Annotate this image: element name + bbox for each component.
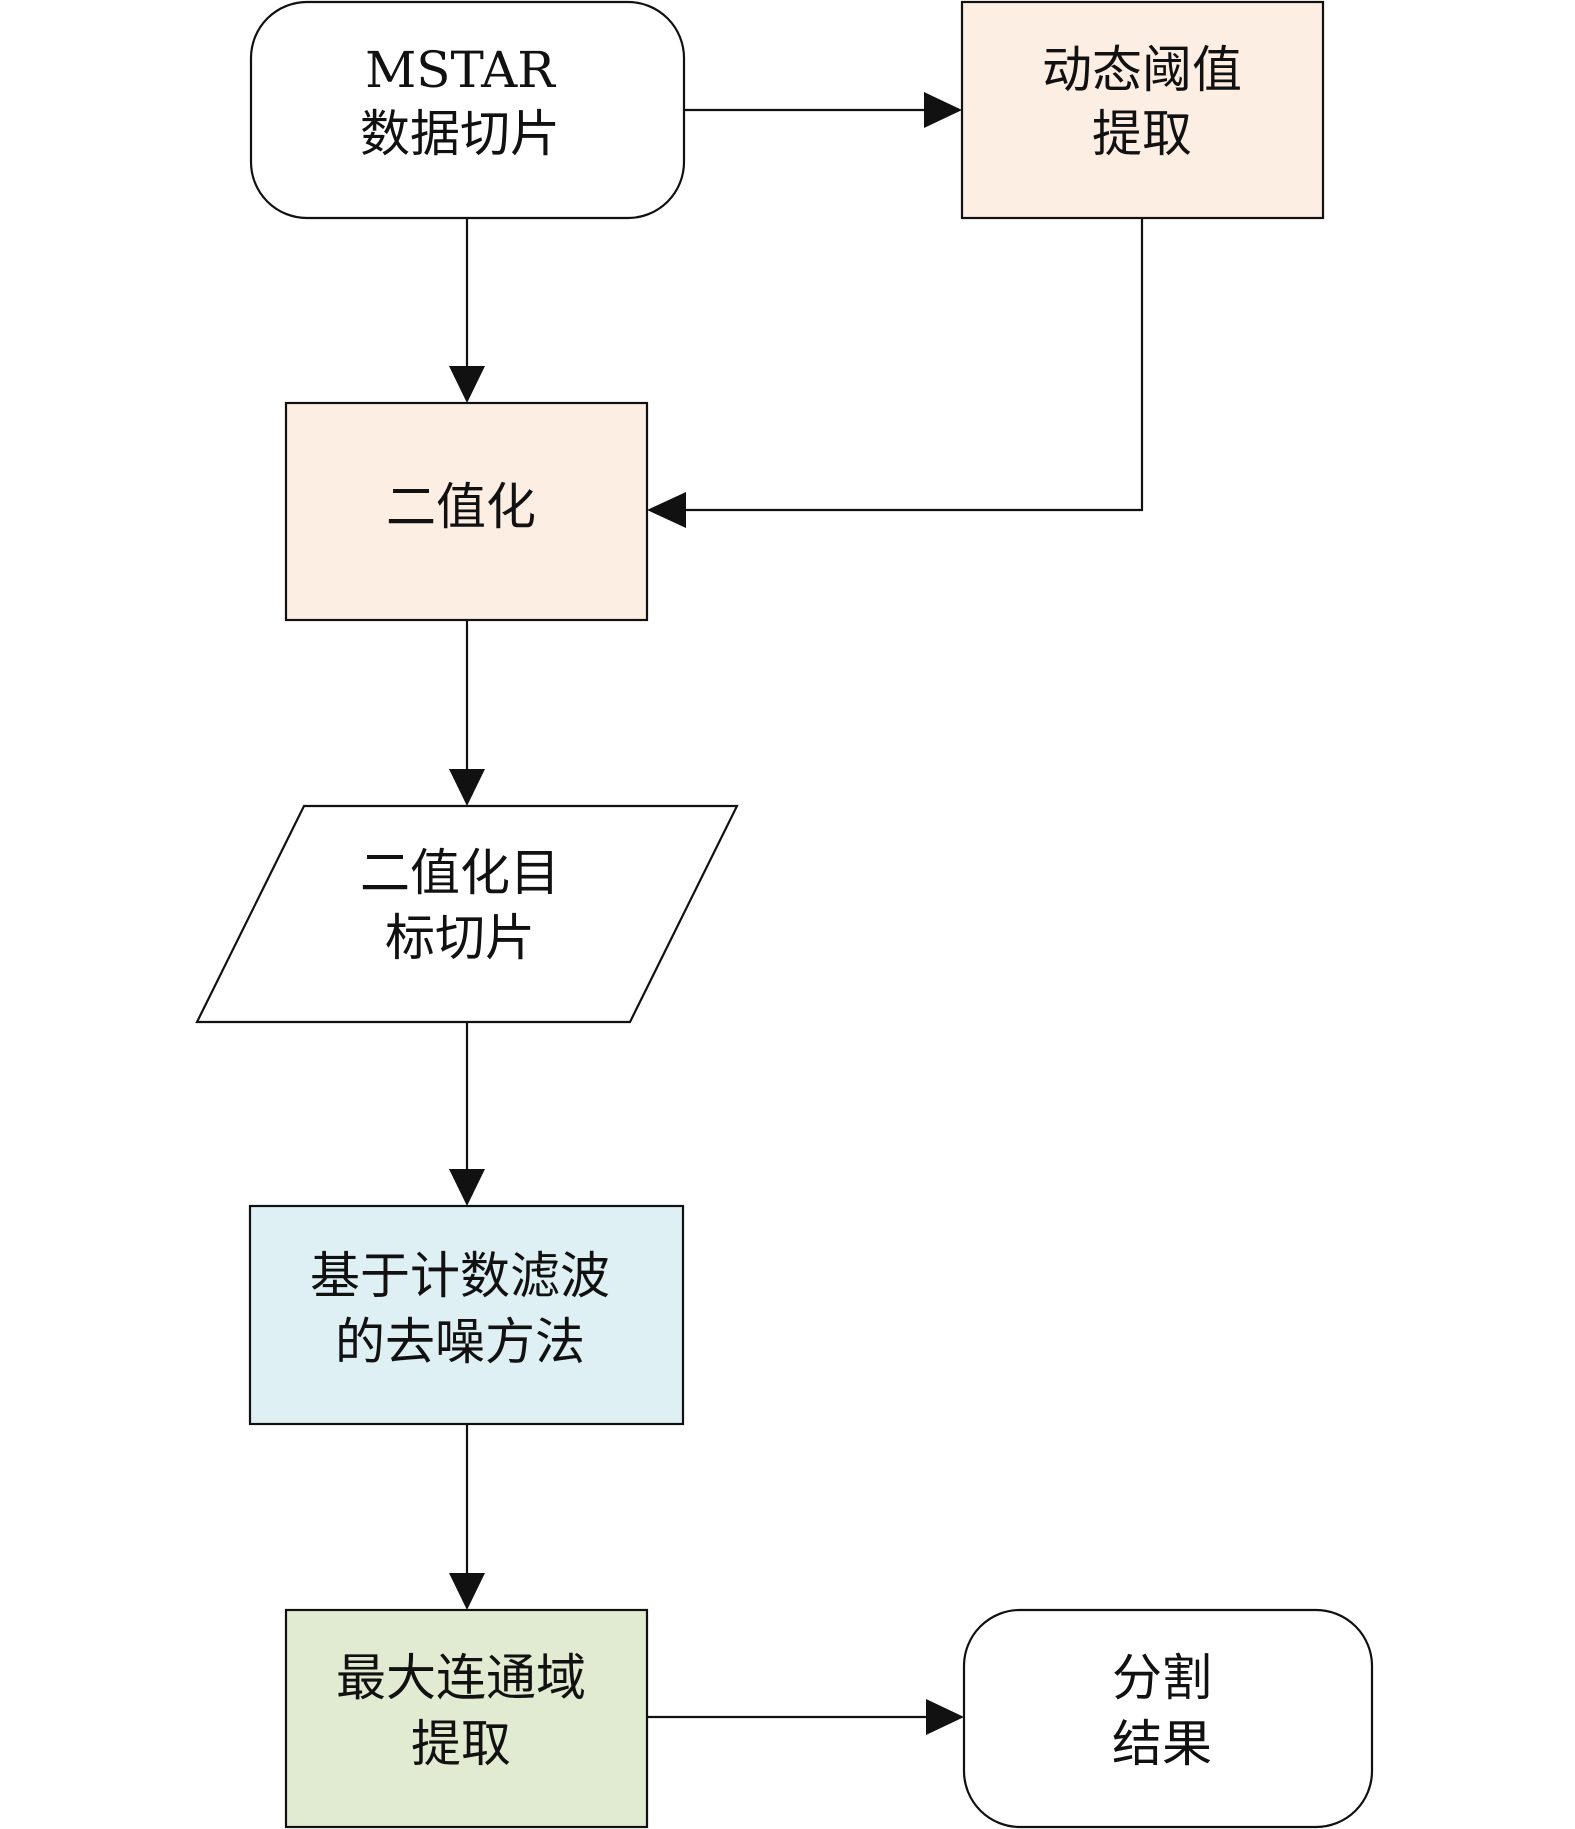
arrowhead xyxy=(924,92,962,128)
node-binarization: 二值化 xyxy=(284,401,649,622)
node-label-line: MSTAR xyxy=(365,41,556,99)
node-label-line: 基于计数滤波 xyxy=(310,1247,610,1305)
arrowhead xyxy=(449,1169,485,1206)
node-count-filter-denoise: 基于计数滤波 的去噪方法 xyxy=(248,1204,685,1426)
arrowhead xyxy=(449,366,485,403)
arrowhead xyxy=(926,1699,964,1735)
edge-binarization-to-target-slice xyxy=(449,620,485,806)
edge-denoise-to-extract xyxy=(449,1424,485,1610)
node-label-line: 数据切片 xyxy=(360,105,560,163)
edge-target-slice-to-denoise xyxy=(449,1022,485,1206)
arrowhead xyxy=(449,1573,485,1610)
arrowhead xyxy=(647,492,686,528)
node-mstar-slice: MSTAR 数据切片 xyxy=(249,0,686,220)
node-label-line: 二值化目 xyxy=(360,844,560,902)
edge-mstar-to-threshold xyxy=(684,92,962,128)
node-label-line: 提取 xyxy=(411,1715,511,1773)
node-label-line: 提取 xyxy=(1092,105,1192,163)
node-label-line: 动态阈值 xyxy=(1042,41,1242,99)
edge-threshold-to-binarization xyxy=(647,218,1144,528)
edge-mstar-to-binarization xyxy=(449,218,485,403)
node-label-line: 结果 xyxy=(1112,1715,1212,1773)
arrowhead xyxy=(449,769,485,806)
node-label-line: 最大连通域 xyxy=(336,1649,586,1707)
node-label-line: 分割 xyxy=(1112,1649,1212,1707)
edge-extract-to-result xyxy=(647,1699,964,1735)
node-binary-target-slice: 二值化目 标切片 xyxy=(195,804,739,1024)
edges xyxy=(449,92,1144,1735)
node-max-connected-region: 最大连通域 提取 xyxy=(284,1608,649,1829)
node-label-line: 二值化 xyxy=(386,478,536,536)
node-segmentation-result: 分割 结果 xyxy=(962,1608,1374,1829)
node-label-line: 的去噪方法 xyxy=(335,1313,585,1371)
node-label-line: 标切片 xyxy=(385,909,535,967)
node-dynamic-threshold: 动态阈值 提取 xyxy=(960,0,1325,220)
